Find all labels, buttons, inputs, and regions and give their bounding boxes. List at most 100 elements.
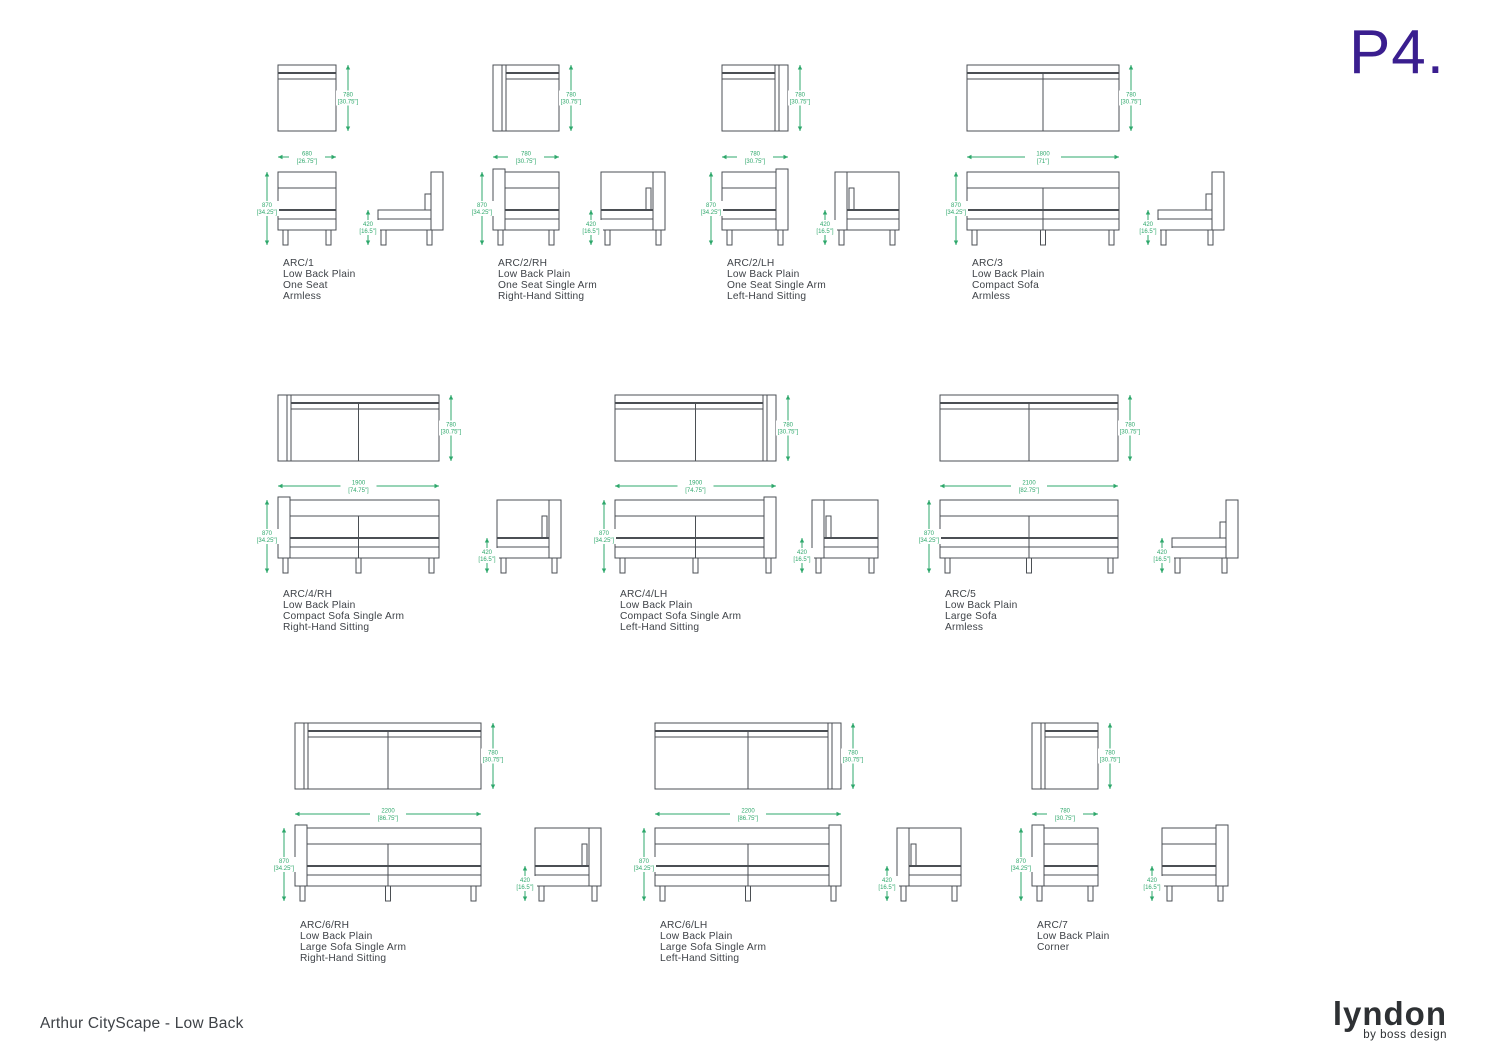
svg-text:2100: 2100 xyxy=(1022,481,1036,487)
svg-text:[74.75"]: [74.75"] xyxy=(685,488,706,494)
width-dimension: 780[30.75"] xyxy=(722,149,788,165)
svg-text:[82.75"]: [82.75"] xyxy=(1019,488,1040,494)
svg-text:[16.5"]: [16.5"] xyxy=(1139,229,1156,235)
svg-text:420: 420 xyxy=(520,878,531,884)
side-view xyxy=(896,827,962,902)
svg-text:[34.25"]: [34.25"] xyxy=(257,210,278,216)
svg-text:[30.75"]: [30.75"] xyxy=(338,100,359,106)
product-arc-6-rh: 2200[86.75"]780[30.75"]870[34.25"]420[16… xyxy=(272,722,602,964)
svg-text:870: 870 xyxy=(639,859,650,865)
svg-text:870: 870 xyxy=(262,531,273,537)
side-view xyxy=(496,499,562,574)
svg-text:870: 870 xyxy=(706,203,717,209)
product-arc-1: 680[26.75"]780[30.75"]870[34.25"]420[16.… xyxy=(255,64,444,302)
front-view xyxy=(277,496,440,574)
top-view xyxy=(1031,722,1099,790)
brand-byline: by boss design xyxy=(1363,1029,1447,1041)
svg-text:Left-Hand Sitting: Left-Hand Sitting xyxy=(727,291,806,302)
svg-text:Low Back Plain: Low Back Plain xyxy=(945,600,1017,611)
height-dimension: 870[34.25"] xyxy=(470,172,494,245)
svg-text:Left-Hand Sitting: Left-Hand Sitting xyxy=(620,622,699,633)
svg-text:[30.75"]: [30.75"] xyxy=(843,758,864,764)
svg-text:Low Back Plain: Low Back Plain xyxy=(300,931,372,942)
brand-logo: lyndon by boss design xyxy=(1333,997,1447,1041)
top-view xyxy=(614,394,777,462)
seat-height-dimension: 420[16.5"] xyxy=(1150,538,1174,573)
product-arc-2-rh: 780[30.75"]780[30.75"]870[34.25"]420[16.… xyxy=(470,64,666,302)
svg-text:[34.25"]: [34.25"] xyxy=(1011,866,1032,872)
side-view xyxy=(811,499,879,574)
svg-text:[71"]: [71"] xyxy=(1037,159,1049,165)
svg-text:Right-Hand Sitting: Right-Hand Sitting xyxy=(498,291,584,302)
svg-text:ARC/3: ARC/3 xyxy=(972,258,1003,269)
svg-text:ARC/4/RH: ARC/4/RH xyxy=(283,589,332,600)
seat-height-dimension: 420[16.5"] xyxy=(1140,866,1164,901)
product-arc-4-rh: 1900[74.75"]780[30.75"]870[34.25"]420[16… xyxy=(255,394,562,633)
height-dimension: 870[34.25"] xyxy=(272,828,296,901)
seat-height-dimension: 420[16.5"] xyxy=(1136,210,1160,245)
front-view xyxy=(614,496,777,574)
height-dimension: 870[34.25"] xyxy=(1009,828,1033,901)
depth-dimension: 780[30.75"] xyxy=(788,65,812,131)
svg-text:Low Back Plain: Low Back Plain xyxy=(972,269,1044,280)
page-title: Arthur CityScape - Low Back xyxy=(40,1015,244,1032)
svg-text:420: 420 xyxy=(1143,222,1154,228)
svg-text:Compact Sofa: Compact Sofa xyxy=(972,280,1039,291)
top-view xyxy=(939,394,1119,462)
width-dimension: 1800[71"] xyxy=(967,149,1119,165)
depth-dimension: 780[30.75"] xyxy=(776,395,800,461)
depth-dimension: 780[30.75"] xyxy=(1098,723,1122,789)
front-view xyxy=(492,168,560,246)
svg-text:Low Back Plain: Low Back Plain xyxy=(498,269,570,280)
width-dimension: 680[26.75"] xyxy=(278,149,336,165)
height-dimension: 870[34.25"] xyxy=(699,172,723,245)
svg-text:[86.75"]: [86.75"] xyxy=(738,816,759,822)
side-view xyxy=(1161,824,1229,902)
svg-text:Corner: Corner xyxy=(1037,942,1070,953)
svg-text:870: 870 xyxy=(477,203,488,209)
svg-text:Low Back Plain: Low Back Plain xyxy=(283,269,355,280)
height-dimension: 870[34.25"] xyxy=(255,172,279,245)
svg-text:ARC/1: ARC/1 xyxy=(283,258,314,269)
svg-text:[30.75"]: [30.75"] xyxy=(561,100,582,106)
side-view xyxy=(600,171,666,246)
svg-text:420: 420 xyxy=(1157,550,1168,556)
svg-text:One Seat: One Seat xyxy=(283,280,328,291)
depth-dimension: 780[30.75"] xyxy=(1118,395,1142,461)
side-view xyxy=(1157,171,1225,246)
svg-text:780: 780 xyxy=(783,423,794,429)
svg-text:Large Sofa Single Arm: Large Sofa Single Arm xyxy=(660,942,766,953)
svg-text:780: 780 xyxy=(521,152,532,158)
svg-text:Armless: Armless xyxy=(945,622,983,633)
svg-text:[34.25"]: [34.25"] xyxy=(257,538,278,544)
svg-text:[30.75"]: [30.75"] xyxy=(1120,430,1141,436)
seat-height-dimension: 420[16.5"] xyxy=(475,538,499,573)
top-view xyxy=(721,64,789,132)
svg-text:[16.5"]: [16.5"] xyxy=(816,229,833,235)
top-view xyxy=(492,64,560,132)
svg-text:420: 420 xyxy=(586,222,597,228)
svg-text:420: 420 xyxy=(882,878,893,884)
svg-text:1800: 1800 xyxy=(1036,152,1050,158)
svg-text:ARC/4/LH: ARC/4/LH xyxy=(620,589,667,600)
svg-text:780: 780 xyxy=(488,751,499,757)
svg-text:[16.5"]: [16.5"] xyxy=(1143,885,1160,891)
svg-text:[16.5"]: [16.5"] xyxy=(878,885,895,891)
svg-text:[30.75"]: [30.75"] xyxy=(441,430,462,436)
svg-text:[30.75"]: [30.75"] xyxy=(778,430,799,436)
svg-text:Large Sofa Single Arm: Large Sofa Single Arm xyxy=(300,942,406,953)
svg-text:[16.5"]: [16.5"] xyxy=(478,557,495,563)
seat-height-dimension: 420[16.5"] xyxy=(875,866,899,901)
svg-text:[16.5"]: [16.5"] xyxy=(516,885,533,891)
svg-text:Armless: Armless xyxy=(283,291,321,302)
page-number: P4. xyxy=(1348,18,1445,87)
side-view xyxy=(1171,499,1239,574)
height-dimension: 870[34.25"] xyxy=(632,828,656,901)
